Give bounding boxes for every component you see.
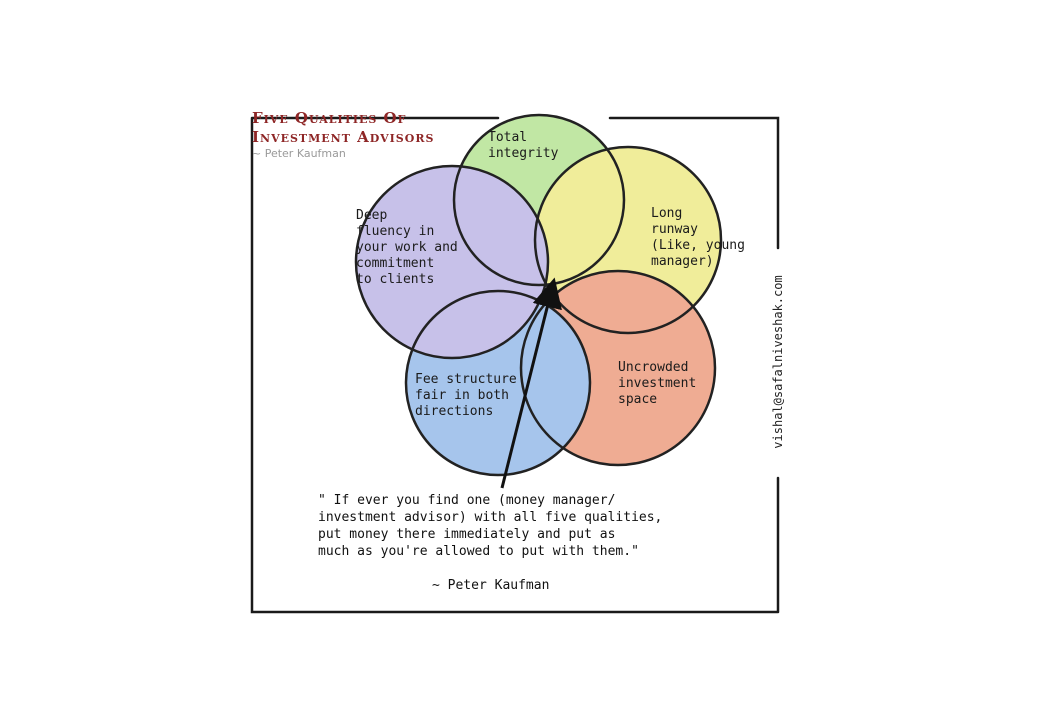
title-line-2: Investment Advisors [252, 128, 435, 146]
kaufman-quote: " If ever you find one (money manager/ i… [318, 492, 662, 560]
circle-fill-fluency [356, 166, 548, 358]
label-uncrowded: Uncrowded investment space [618, 360, 697, 407]
label-integrity: Total integrity [488, 130, 559, 161]
quote-line-1: " If ever you find one (money manager/ [318, 493, 616, 508]
signature: vishal@safalniveshak.com [770, 252, 786, 472]
circle-outline-uncrowded [519, 269, 717, 467]
circle-outline-fluency [354, 164, 550, 360]
frame-border [250, 116, 780, 614]
signature-text: vishal@safalniveshak.com [771, 275, 785, 449]
label-fee: Fee structure fair in both directions [415, 372, 517, 419]
circle-outline-runway [533, 145, 723, 335]
title-author: ~ Peter Kaufman [252, 147, 346, 160]
center-arrow [500, 277, 562, 489]
quote-author: ~ Peter Kaufman [432, 578, 550, 593]
label-fluency: Deep fluency in your work and commitment… [356, 208, 458, 287]
quote-line-2: investment advisor) with all five qualit… [318, 510, 663, 525]
title-line-1: Five Qualities Of [252, 109, 407, 127]
quote-line-3: put money there immediately and put as [318, 527, 616, 542]
diagram-title: Five Qualities Of Investment Advisors [252, 109, 434, 147]
circle-outline-fee [404, 289, 592, 477]
label-runway: Long runway (Like, young manager) [651, 206, 745, 269]
quote-line-4: much as you're allowed to put with them.… [318, 544, 639, 559]
